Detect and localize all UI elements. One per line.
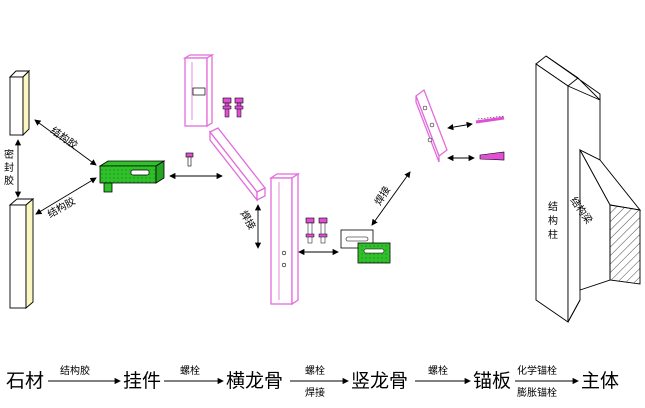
column-label-2: 构 [548,214,558,227]
vertical-keel-top [182,53,215,128]
anchor-plate [415,88,448,163]
stone-panel-bottom [8,198,35,309]
horizontal-keel-angle [208,127,267,202]
weld-label-right: 焊接 [372,184,394,208]
flow-connector-3-bottom: 焊接 [305,386,325,399]
glue-arrow-top [34,119,97,166]
bolt-pair-icon [222,97,244,118]
glue-label-bottom: 结构胶 [45,194,77,220]
column-label-1: 结 [548,200,558,213]
hanging-bracket [98,160,166,193]
chemical-anchor-arrow [447,121,473,131]
flow-connector-3-top: 螺栓 [305,364,325,377]
sealant-label-2: 封 [4,161,14,174]
flow-step-stone: 石材 [6,370,44,392]
chemical-anchor-icon [475,115,505,124]
flow-step-vertical-keel: 竖龙骨 [351,370,408,392]
flow-step-anchor-plate: 锚板 [473,370,511,392]
flow-connector-1: 结构胶 [60,364,90,377]
flow-step-bracket: 挂件 [123,370,161,392]
bolt-pair-lower-icon [305,217,328,244]
glue-arrow-bottom [35,177,97,215]
sealant-label-1: 密 [4,148,14,161]
stone-panel-top [8,69,31,137]
flow-connector-5-bottom: 膨胀锚栓 [517,386,557,399]
weld-arrow-right [371,171,411,226]
flow-step-main-structure: 主体 [581,370,619,392]
flow-connector-5-top: 化学锚栓 [517,364,557,377]
flow-connector-2: 螺栓 [180,364,200,377]
column-label-3: 柱 [548,228,558,241]
vertical-keel-main [268,172,301,306]
flow-step-horizontal-keel: 横龙骨 [226,370,283,392]
glue-label-top: 结构胶 [48,124,80,152]
process-flow: 石材 结构胶 挂件 螺栓 横龙骨 螺栓 焊接 竖龙骨 螺栓 锚板 化学锚栓 膨胀… [6,364,619,399]
sealant-label-3: 胶 [4,174,14,187]
bolt-icon [185,152,194,167]
main-structure [535,55,642,323]
expansion-anchor-icon [479,151,505,161]
weld-label-mid: 焊接 [237,208,258,232]
connector-plate-green [357,242,391,264]
flow-connector-4: 螺栓 [428,364,448,377]
